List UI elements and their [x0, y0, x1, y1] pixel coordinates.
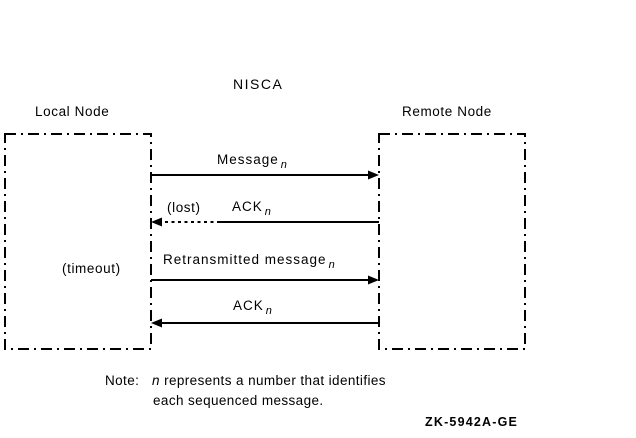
message-subscript: n — [280, 159, 287, 171]
retransmit-label-text: Retransmitted message — [163, 252, 327, 267]
retransmit-subscript: n — [328, 259, 335, 271]
ack-lost-label-text: ACK — [232, 199, 263, 214]
local-node-label: Local Node — [35, 104, 110, 119]
note-prefix: Note: — [105, 373, 140, 388]
note-var-n: n — [152, 373, 160, 388]
message-label-text: Message — [217, 152, 279, 167]
lost-annotation: (lost) — [167, 200, 201, 215]
note-line1-rest: represents a number that identifies — [159, 373, 386, 388]
timeout-annotation: (timeout) — [62, 261, 121, 276]
remote-node-label: Remote Node — [402, 104, 492, 119]
local-node-box — [4, 133, 152, 350]
remote-node-box — [378, 133, 526, 350]
ack-subscript: n — [265, 305, 272, 317]
retransmit-arrowhead-right-icon — [368, 275, 379, 285]
message-arrowhead-right-icon — [368, 170, 379, 180]
ack-lost-subscript: n — [264, 206, 271, 218]
ack-label-text: ACK — [233, 298, 264, 313]
note-line2: each sequenced message. — [153, 393, 324, 408]
diagram-title: NISCA — [233, 76, 284, 92]
note-line1: n represents a number that identifies — [152, 373, 386, 388]
figure-id: ZK-5942A-GE — [425, 415, 519, 429]
ack-arrowhead-left-icon — [151, 318, 162, 328]
ack-lost-arrowhead-left-icon — [151, 217, 162, 227]
